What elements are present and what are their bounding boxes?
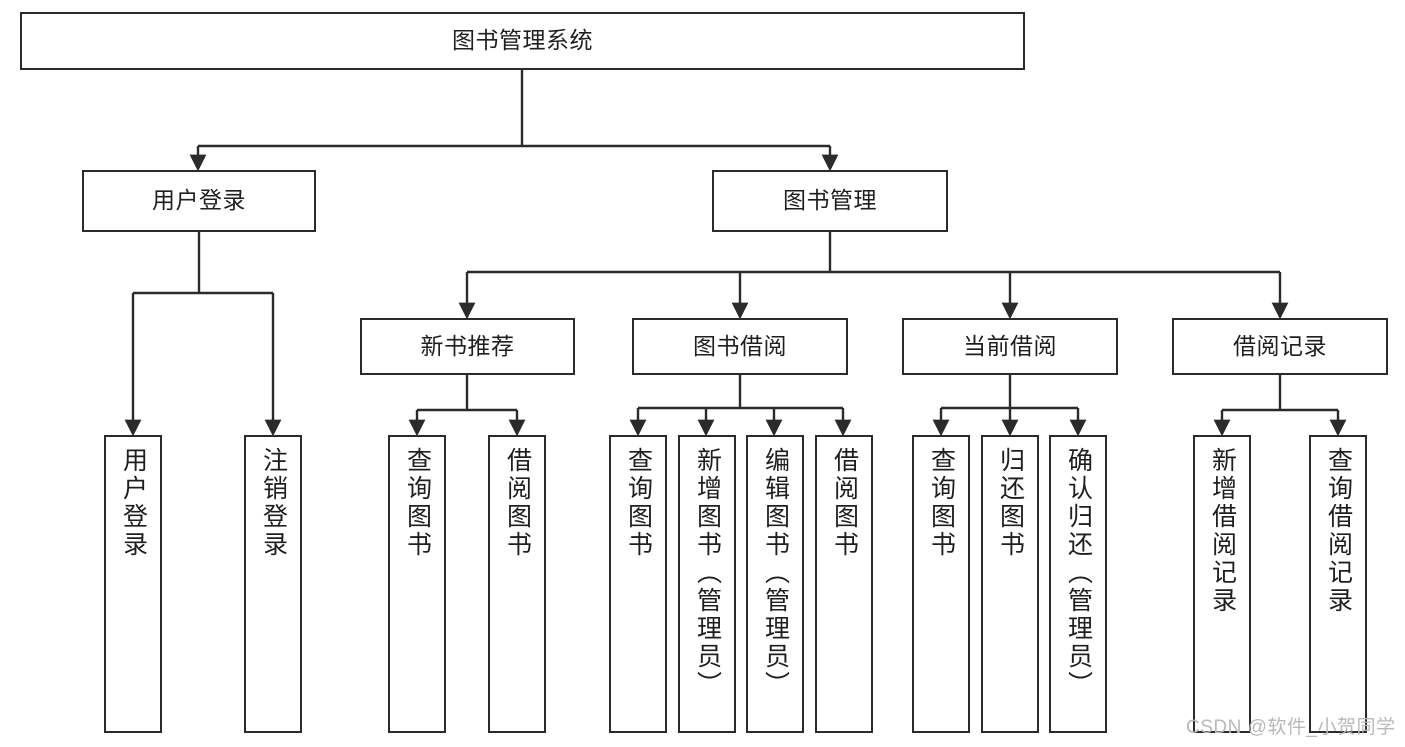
node-label: 注销登录 bbox=[259, 447, 288, 559]
node-leaf-query-book-current[interactable]: 查询图书 bbox=[912, 435, 970, 733]
node-leaf-user-login[interactable]: 用户登录 bbox=[104, 435, 162, 733]
node-leaf-add-book[interactable]: 新增图书（管理员） bbox=[678, 435, 736, 733]
node-label: 确认归还（管理员） bbox=[1064, 447, 1093, 699]
node-borrow-record[interactable]: 借阅记录 bbox=[1172, 318, 1388, 375]
node-leaf-return-book[interactable]: 归还图书 bbox=[981, 435, 1039, 733]
node-label: 归还图书 bbox=[996, 447, 1025, 559]
node-label: 图书管理 bbox=[783, 187, 877, 214]
node-leaf-user-logout[interactable]: 注销登录 bbox=[244, 435, 302, 733]
node-leaf-borrow-book[interactable]: 借阅图书 bbox=[815, 435, 873, 733]
node-leaf-query-borrow-record[interactable]: 查询借阅记录 bbox=[1309, 435, 1367, 733]
node-label: 借阅图书 bbox=[830, 447, 859, 559]
node-leaf-confirm-return[interactable]: 确认归还（管理员） bbox=[1049, 435, 1107, 733]
node-label: 查询图书 bbox=[927, 447, 956, 559]
node-label: 新增图书（管理员） bbox=[693, 447, 722, 699]
node-leaf-borrow-book-recommend[interactable]: 借阅图书 bbox=[488, 435, 546, 733]
node-label: 图书借阅 bbox=[693, 332, 787, 359]
node-book-manage[interactable]: 图书管理 bbox=[712, 170, 948, 232]
node-label: 用户登录 bbox=[119, 447, 148, 559]
node-root-book-management-system[interactable]: 图书管理系统 bbox=[20, 12, 1025, 70]
node-leaf-query-book-borrow[interactable]: 查询图书 bbox=[609, 435, 667, 733]
node-new-book-recommend[interactable]: 新书推荐 bbox=[360, 318, 575, 375]
node-label: 当前借阅 bbox=[963, 332, 1057, 359]
node-label: 新书推荐 bbox=[420, 332, 515, 359]
node-leaf-edit-book[interactable]: 编辑图书（管理员） bbox=[746, 435, 804, 733]
node-leaf-query-book-recommend[interactable]: 查询图书 bbox=[388, 435, 446, 733]
node-label: 图书管理系统 bbox=[452, 27, 593, 54]
node-label: 用户登录 bbox=[152, 187, 246, 214]
node-label: 新增借阅记录 bbox=[1208, 447, 1237, 615]
node-label: 借阅记录 bbox=[1233, 332, 1327, 359]
node-current-borrow[interactable]: 当前借阅 bbox=[902, 318, 1118, 375]
node-label: 查询借阅记录 bbox=[1324, 447, 1353, 615]
node-user-login[interactable]: 用户登录 bbox=[82, 170, 316, 232]
node-label: 借阅图书 bbox=[503, 447, 532, 559]
node-book-borrow[interactable]: 图书借阅 bbox=[632, 318, 848, 375]
node-label: 编辑图书（管理员） bbox=[761, 447, 790, 699]
node-label: 查询图书 bbox=[403, 447, 432, 559]
node-leaf-add-borrow-record[interactable]: 新增借阅记录 bbox=[1193, 435, 1251, 733]
node-label: 查询图书 bbox=[624, 447, 653, 559]
